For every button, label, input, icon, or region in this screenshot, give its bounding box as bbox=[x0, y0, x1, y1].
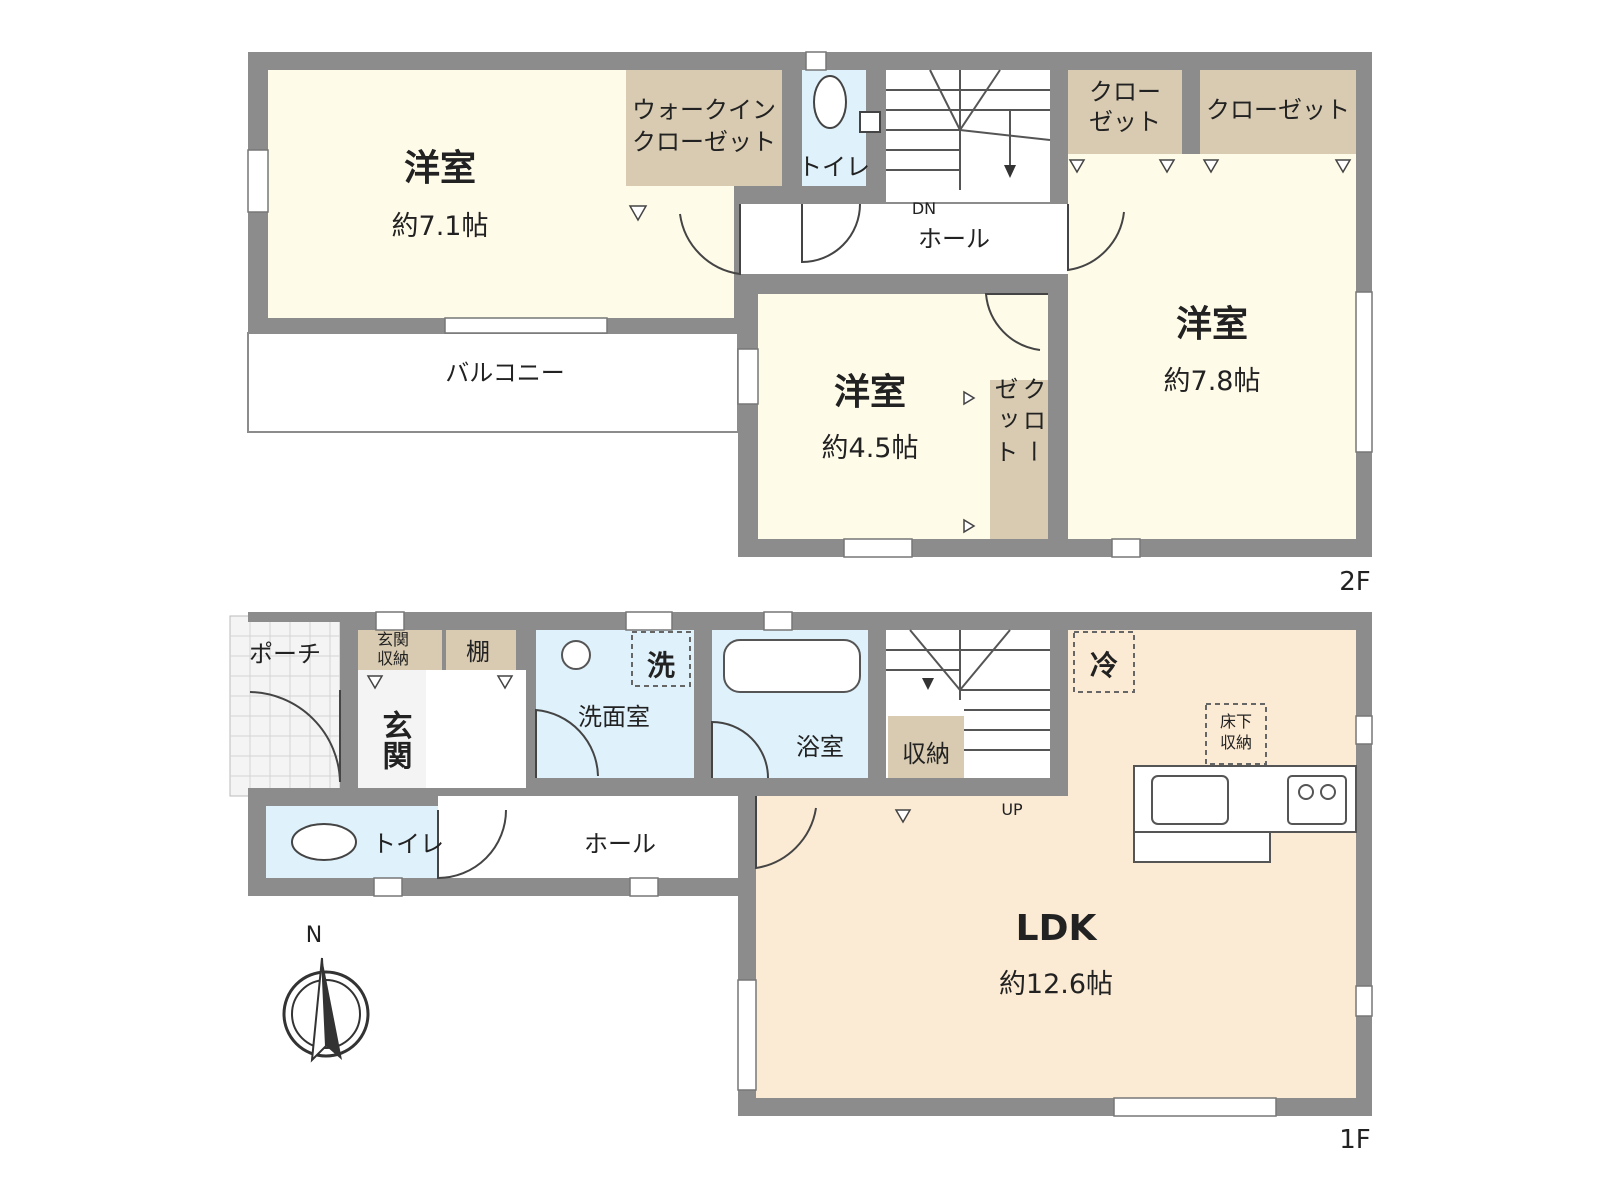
doors-2f bbox=[679, 203, 1125, 351]
closet-doors-1f bbox=[366, 675, 912, 824]
dashed-fixtures bbox=[631, 631, 1267, 765]
closet-a-line2: ゼット bbox=[1089, 108, 1161, 136]
storage-label: 収納 bbox=[902, 740, 950, 768]
floor-1f: ポーチ 玄関 収納 棚 玄関 洗 洗面室 浴室 収納 UP 冷 床下 収納 LD… bbox=[229, 611, 1373, 1155]
room-west-area: 約7.1帖 bbox=[392, 211, 489, 242]
stair-lines-2f bbox=[886, 69, 1051, 190]
closet-b-label: クローゼット bbox=[1206, 96, 1350, 124]
windows-1f bbox=[373, 611, 1373, 1117]
underfloor-line1: 床下 bbox=[1220, 712, 1252, 731]
room-east-area: 約7.8帖 bbox=[1164, 366, 1261, 397]
shelf-label: 棚 bbox=[466, 638, 490, 666]
bath-label: 浴室 bbox=[796, 733, 844, 761]
floor-label-1f: 1F bbox=[1339, 1125, 1371, 1155]
room-center-name: 洋室 bbox=[834, 372, 906, 413]
room-east-name: 洋室 bbox=[1176, 304, 1248, 345]
porch-roof-wall bbox=[248, 612, 340, 622]
bathtub bbox=[723, 639, 861, 693]
burner-left bbox=[1298, 784, 1314, 800]
compass-icon: N bbox=[282, 923, 370, 1063]
balcony-label: バルコニー bbox=[445, 359, 565, 387]
wic-label-line1: ウォークイン bbox=[632, 96, 776, 124]
closet-c bbox=[990, 380, 1048, 539]
walk-in-closet bbox=[626, 70, 782, 186]
entrance-storage-line2: 収納 bbox=[377, 649, 409, 668]
ldk-name: LDK bbox=[1016, 908, 1098, 949]
floor-2f: 洋室 約7.1帖 ウォークイン クローゼット トイレ DN ホール クロー ゼッ… bbox=[247, 51, 1373, 597]
stair-lines-1f bbox=[886, 629, 1050, 751]
closet-c-col2: ク ロ ー bbox=[1018, 376, 1046, 463]
entrance bbox=[358, 670, 426, 788]
entrance-hall bbox=[426, 670, 526, 788]
cooktop bbox=[1287, 775, 1347, 825]
stairs-dn-label: DN bbox=[912, 199, 936, 218]
shelf bbox=[446, 630, 516, 670]
closet-doors-2f bbox=[628, 159, 1352, 534]
toilet-sink-2f bbox=[859, 111, 881, 133]
hall-1f-label: ホール bbox=[584, 830, 656, 858]
underfloor-line2: 収納 bbox=[1220, 733, 1252, 752]
closet-b bbox=[1200, 70, 1356, 154]
stairs-up-label: UP bbox=[1001, 800, 1023, 819]
fridge-label: 冷 bbox=[1090, 649, 1118, 682]
toilet-2f-label: トイレ bbox=[798, 153, 870, 181]
washroom-label: 洗面室 bbox=[578, 703, 650, 731]
stairs-arrow-up bbox=[922, 678, 934, 690]
entrance-storage-line1: 玄関 bbox=[377, 630, 409, 649]
ldk-area: 約12.6帖 bbox=[999, 969, 1113, 1000]
hall-2f-label: ホール bbox=[918, 225, 990, 253]
closet-a bbox=[1068, 70, 1182, 154]
kitchen-counter-ext bbox=[1133, 831, 1271, 863]
hall-1f bbox=[438, 796, 738, 878]
entrance-storage bbox=[358, 630, 442, 670]
kitchen-sink bbox=[1151, 775, 1229, 825]
porch bbox=[229, 615, 341, 797]
closet-c-col1: ゼ ッ ト bbox=[990, 376, 1018, 463]
porch-label: ポーチ bbox=[249, 640, 321, 668]
toilet-bowl-2f bbox=[813, 75, 847, 129]
wic-label-line2: クローゼット bbox=[632, 128, 776, 156]
windows-2f bbox=[247, 51, 1373, 558]
closet-a-line1: クロー bbox=[1089, 78, 1161, 106]
room-western-7-8 bbox=[1068, 154, 1356, 539]
washbasin bbox=[561, 640, 591, 670]
burner-right bbox=[1320, 784, 1336, 800]
stairs-arrow-down bbox=[1004, 165, 1016, 178]
ldk-room-top bbox=[756, 796, 1068, 816]
toilet-1f-label: トイレ bbox=[372, 830, 444, 858]
doors-1f bbox=[249, 690, 817, 880]
room-west-name: 洋室 bbox=[404, 148, 476, 189]
toilet-bowl-1f bbox=[291, 823, 357, 861]
entrance-label: 玄関 bbox=[377, 709, 412, 770]
north-label: N bbox=[306, 923, 322, 948]
floor-label-2f: 2F bbox=[1339, 567, 1371, 597]
storage-1f bbox=[888, 716, 964, 778]
porch-tiles bbox=[230, 616, 340, 796]
washer-label: 洗 bbox=[647, 649, 675, 682]
hall-2f bbox=[740, 204, 1076, 274]
room-center-area: 約4.5帖 bbox=[822, 433, 919, 464]
